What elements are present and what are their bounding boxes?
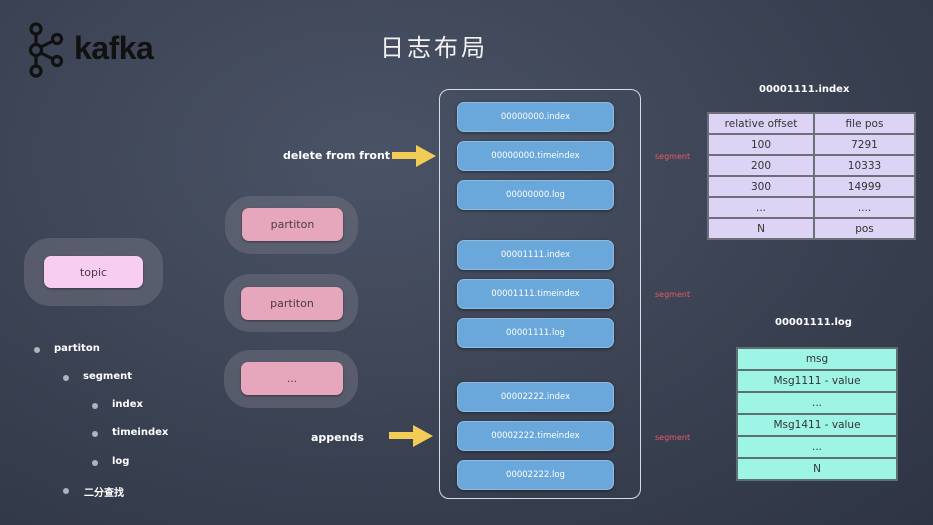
table-cell: 10333 <box>813 154 916 177</box>
arrow-right-icon <box>389 425 433 447</box>
topic-label: topic <box>79 265 108 279</box>
table-cell: pos <box>813 217 916 240</box>
table-row: ... <box>736 435 898 459</box>
table-row: Msg1111 - value <box>736 369 898 393</box>
bullet-icon <box>92 431 98 437</box>
segment-label: segment <box>655 433 691 442</box>
segment-file: 00001111.log <box>457 318 614 348</box>
segment-label: segment <box>655 152 691 161</box>
partition-box: ... <box>241 362 343 395</box>
partition-box: partiton <box>241 287 343 320</box>
table-header-row: relative offset file pos <box>707 112 916 135</box>
table-header-cell: relative offset <box>707 112 815 135</box>
arrow-right-icon <box>392 145 436 167</box>
outline-item: index <box>112 399 143 410</box>
delete-from-front-label: delete from front <box>283 149 391 162</box>
partition-label: partiton <box>270 218 315 231</box>
topic-box: topic <box>44 256 143 288</box>
table-row: ... <box>736 391 898 415</box>
table-cell: ... <box>707 196 815 219</box>
segment-file: 00002222.log <box>457 460 614 490</box>
page-title: 日志布局 <box>380 34 488 62</box>
outline-item: timeindex <box>112 427 169 438</box>
table-row: Msg1411 - value <box>736 413 898 437</box>
appends-label: appends <box>311 431 364 444</box>
segment-file: 00001111.timeindex <box>457 279 614 309</box>
table-row: ... .... <box>707 196 916 219</box>
table-cell: msg <box>736 347 898 371</box>
segment-file: 00002222.timeindex <box>457 421 614 451</box>
table-cell: ... <box>736 435 898 459</box>
table-cell: 100 <box>707 133 815 156</box>
table-cell: ... <box>736 391 898 415</box>
table-cell: .... <box>813 196 916 219</box>
segment-file: 00000000.log <box>457 180 614 210</box>
table-row: N pos <box>707 217 916 240</box>
outline-item: segment <box>83 371 132 382</box>
table-cell: Msg1111 - value <box>736 369 898 393</box>
table-header-cell: file pos <box>813 112 916 135</box>
bullet-icon <box>63 375 69 381</box>
table-row: 300 14999 <box>707 175 916 198</box>
table-cell: 300 <box>707 175 815 198</box>
bullet-icon <box>63 488 69 494</box>
partition-box: partiton <box>242 208 343 241</box>
kafka-logo: kafka <box>28 20 168 82</box>
table-row: N <box>736 457 898 481</box>
segment-file: 00000000.index <box>457 102 614 132</box>
index-table-caption: 00001111.index <box>759 84 850 95</box>
outline-item: 二分查找 <box>84 488 124 499</box>
bullet-icon <box>34 347 40 353</box>
index-table: relative offset file pos 100 7291 200 10… <box>707 112 916 240</box>
segment-file: 00001111.index <box>457 240 614 270</box>
segment-label: segment <box>655 290 691 299</box>
table-cell: N <box>736 457 898 481</box>
log-table: msg Msg1111 - value ... Msg1411 - value … <box>736 347 898 481</box>
table-row: 200 10333 <box>707 154 916 177</box>
segment-file: 00000000.timeindex <box>457 141 614 171</box>
table-row: msg <box>736 347 898 371</box>
bullet-icon <box>92 403 98 409</box>
bullet-icon <box>92 460 98 466</box>
outline-item: log <box>112 456 130 467</box>
table-row: 100 7291 <box>707 133 916 156</box>
logo-text: kafka <box>74 30 154 66</box>
partition-label: partiton <box>270 297 314 310</box>
table-cell: N <box>707 217 815 240</box>
outline-item: partiton <box>54 343 100 354</box>
table-cell: 200 <box>707 154 815 177</box>
table-cell: 14999 <box>813 175 916 198</box>
table-cell: Msg1411 - value <box>736 413 898 437</box>
kafka-logo-icon <box>28 22 64 78</box>
partition-log-container <box>439 89 641 499</box>
table-cell: 7291 <box>813 133 916 156</box>
log-table-caption: 00001111.log <box>775 317 852 328</box>
partition-label: ... <box>286 372 298 385</box>
segment-file: 00002222.index <box>457 382 614 412</box>
